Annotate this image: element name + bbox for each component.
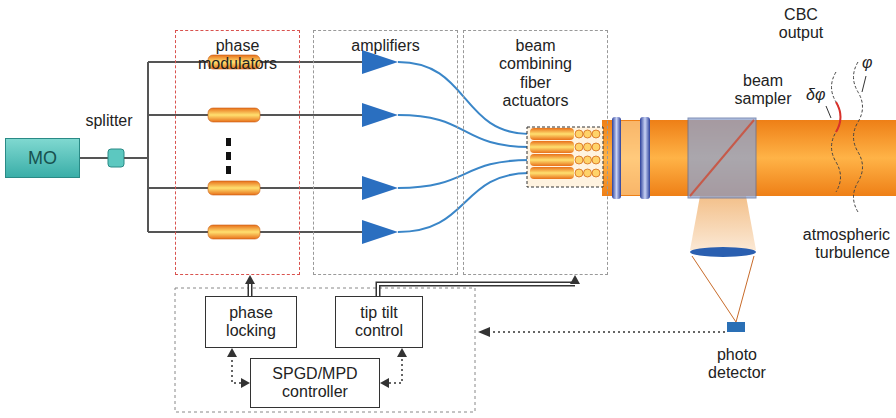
annotation-label: φ — [862, 54, 882, 72]
connector — [380, 348, 407, 388]
arrowhead — [570, 275, 580, 284]
fiber-end — [584, 169, 592, 177]
phase-modulator — [208, 181, 260, 195]
fiber-end — [584, 143, 592, 151]
connector-line — [248, 284, 253, 296]
fiber-bundle — [527, 127, 603, 187]
fiber-end — [592, 156, 600, 164]
fiber-actuator — [530, 154, 574, 166]
connector — [245, 275, 255, 296]
sampled-beam — [690, 196, 756, 250]
connector — [378, 275, 580, 296]
connector-line — [249, 284, 251, 296]
node-label: tip tilt control — [340, 304, 418, 341]
connector-line — [232, 357, 241, 383]
amplifier-symbol — [362, 176, 398, 200]
fiber-end — [592, 169, 600, 177]
channel-rows — [148, 50, 530, 244]
group-title: phase modulators — [190, 37, 285, 74]
fiber-end — [575, 169, 583, 177]
connector — [227, 348, 250, 388]
connector-line — [378, 284, 575, 296]
phase-front — [854, 62, 863, 212]
lens-gap — [621, 121, 640, 195]
annotation-label: beam sampler — [728, 72, 798, 109]
fiber-line — [124, 157, 148, 159]
arrowhead — [245, 275, 255, 284]
feedback-arrowhead — [478, 327, 490, 337]
focus-ray — [692, 256, 736, 322]
node-label: MO — [28, 148, 57, 169]
node-label: SPGD/MPD controller — [255, 365, 375, 402]
fiber-bus — [147, 62, 149, 232]
group-title: beam combining fiber actuators — [494, 37, 578, 111]
control-frame — [175, 288, 475, 412]
process-box: phase locking — [205, 296, 297, 348]
fiber-actuator — [530, 167, 574, 179]
annotation-label: atmospheric turbulence — [780, 226, 890, 263]
amplifier-symbol — [362, 220, 398, 244]
photo-detector — [727, 322, 745, 332]
arrowhead — [397, 348, 407, 357]
fiber-line — [80, 157, 108, 159]
collimating-lens — [612, 117, 621, 199]
amplifier-symbol — [362, 103, 398, 127]
focusing-lens — [690, 247, 756, 257]
source-box: MO — [5, 138, 80, 178]
phase-modulator — [208, 108, 260, 122]
splitter-symbol — [108, 149, 124, 167]
arrowhead — [380, 378, 389, 388]
collimating-lens — [640, 117, 650, 199]
annotation-label: δφ — [806, 86, 836, 104]
process-box: tip tilt control — [335, 296, 423, 348]
feedback-line — [490, 331, 725, 333]
fiber-end — [575, 130, 583, 138]
leader-line — [862, 76, 866, 92]
fiber-end — [584, 156, 592, 164]
arrowhead — [241, 378, 250, 388]
fiber-actuator-array — [530, 128, 600, 179]
fiber-line — [398, 173, 530, 232]
phase-error — [836, 102, 841, 132]
fiber-end — [575, 156, 583, 164]
leader-line — [826, 106, 831, 118]
ellipsis-dot — [226, 166, 231, 174]
connector-line — [389, 357, 402, 383]
group-frame: beam combining fiber actuators — [463, 30, 608, 275]
fiber-end — [592, 143, 600, 151]
annotation-label: photo detector — [700, 346, 774, 383]
connector-line — [378, 284, 575, 296]
fiber-end — [584, 130, 592, 138]
annotation-label: splitter — [76, 112, 142, 130]
annotation-label: CBC output — [766, 6, 836, 43]
ellipsis-dot — [226, 152, 231, 160]
arrowhead — [227, 348, 237, 357]
ellipsis-dot — [226, 138, 231, 146]
group-title: amplifiers — [321, 37, 451, 55]
group-frame: phase modulators — [175, 30, 300, 275]
fiber-line — [398, 115, 530, 147]
fiber-actuator — [530, 128, 574, 140]
node-label: phase locking — [210, 304, 292, 341]
group-frame: amplifiers — [313, 30, 458, 275]
sampler-plate — [690, 120, 754, 196]
fiber-end — [592, 130, 600, 138]
phase-front — [832, 72, 841, 192]
phase-modulator — [208, 225, 260, 239]
process-box: SPGD/MPD controller — [250, 358, 380, 408]
beam-sampler — [688, 118, 756, 198]
fiber-actuator — [530, 141, 574, 153]
focus-ray — [736, 256, 754, 322]
fiber-end — [575, 143, 583, 151]
